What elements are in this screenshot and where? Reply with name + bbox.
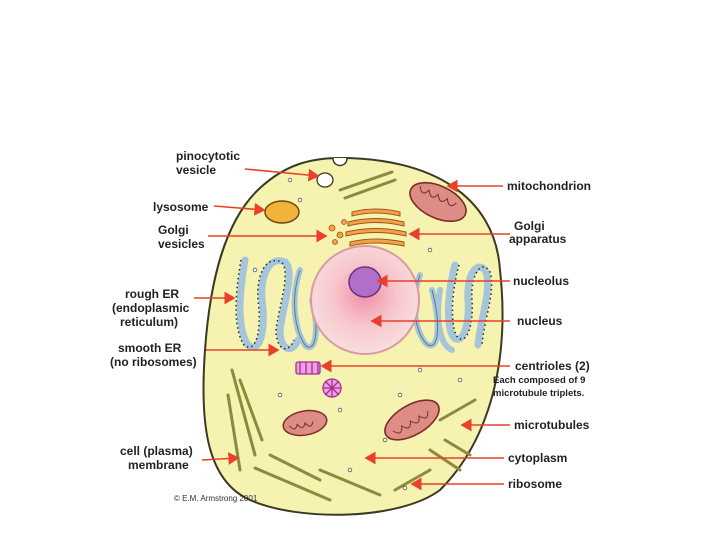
label-nucleolus: nucleolus	[513, 274, 569, 288]
lysosome	[264, 200, 300, 224]
label-centrioles-note-line2: microtubule triplets.	[493, 388, 584, 399]
label-golgi-apparatus-line1: Golgi	[514, 219, 545, 233]
label-smooth-er-line2: (no ribosomes)	[110, 355, 197, 369]
label-smooth-er-line1: smooth ER	[118, 341, 182, 355]
label-golgi-apparatus-line2: apparatus	[509, 232, 567, 246]
label-cytoplasm: cytoplasm	[508, 451, 567, 465]
nucleolus	[348, 266, 382, 298]
credit-text: © E.M. Armstrong 2001	[174, 494, 258, 503]
label-centrioles-note-line1: Each composed of 9	[493, 375, 585, 386]
label-microtubules: microtubules	[514, 418, 590, 432]
ribosomes	[252, 177, 463, 491]
label-lysosome: lysosome	[153, 200, 209, 214]
label-cell-membrane-line1: cell (plasma)	[120, 444, 193, 458]
label-rough-er-line2: (endoplasmic	[112, 301, 190, 315]
label-ribosome: ribosome	[508, 477, 562, 491]
golgi-apparatus	[345, 208, 407, 247]
golgi-vesicles	[328, 219, 347, 245]
label-rough-er-line3: reticulum)	[120, 315, 178, 329]
microtubules	[226, 170, 477, 502]
rough-er	[235, 256, 493, 353]
label-nucleus: nucleus	[517, 314, 563, 328]
label-golgi-vesicles-line1: Golgi	[158, 223, 189, 237]
label-mitochondrion: mitochondrion	[507, 179, 591, 193]
nucleus	[310, 245, 420, 355]
label-pinocytotic-line2: vesicle	[176, 163, 216, 177]
label-rough-er-line1: rough ER	[125, 287, 179, 301]
label-arrows	[194, 168, 510, 491]
label-centrioles: centrioles (2)	[515, 359, 590, 373]
label-pinocytotic-line1: pinocytotic	[176, 149, 240, 163]
pinocytotic-vesicle	[316, 157, 348, 188]
label-golgi-vesicles-line2: vesicles	[158, 237, 205, 251]
label-cell-membrane-line2: membrane	[128, 458, 189, 472]
centrioles	[295, 361, 342, 398]
